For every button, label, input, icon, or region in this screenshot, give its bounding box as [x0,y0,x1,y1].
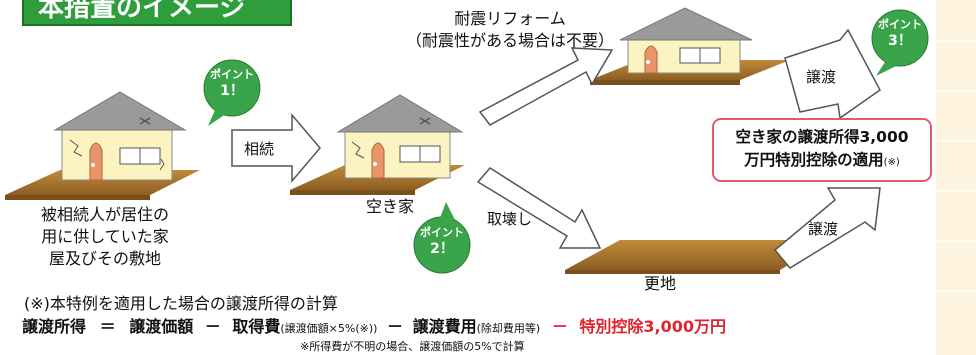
side-strip [936,0,976,355]
formula-minus: － [204,317,221,336]
transfer-arrow-bottom [773,187,881,269]
formula-minus: － [387,317,404,336]
caption-line: 屋及びその敷地 [48,249,161,268]
formula-minus-red: － [551,317,568,336]
calc-title: (※)本特例を適用した場合の譲渡所得の計算 [24,294,338,313]
term-price: 譲渡価額 [129,317,194,336]
term-special-deduction: 特別控除3,000万円 [579,317,727,336]
badge-line1: ポイント [878,18,922,31]
point-badge-1-text: ポイント 1！ [204,68,260,100]
transfer-arrow-top [784,28,881,120]
renovation-arrow [478,47,614,126]
point-badge-2-text: ポイント 2！ [414,226,470,258]
vacant-lot-ground [565,240,830,270]
term-cost: 譲渡費用 [412,317,477,336]
demolish-label: 取壊し [487,210,533,228]
callout-line1: 空き家の譲渡所得3,000 [735,128,909,146]
special-deduction-callout: 空き家の譲渡所得3,000 万円特別控除の適用(※) [712,118,932,182]
point-badge-3 [871,9,929,76]
callout-line2: 万円特別控除の適用(※) [714,149,930,174]
point-badge-2 [413,202,471,274]
point-badge-3-text: ポイント 3！ [872,18,928,50]
page-title: 本措置のイメージ [22,0,292,26]
badge-line2: 3！ [888,33,912,49]
calc-formula: 譲渡所得 ＝ 譲渡価額 － 取得費(譲渡価額×5%(※)) － 譲渡費用(除却費… [22,313,726,337]
badge-line2: 1！ [220,83,244,99]
vacant-house-caption: 空き家 [365,197,414,216]
renovated-house [590,7,790,85]
point-badge-1 [203,59,261,126]
vacant-house [290,94,465,195]
vacant-lot-caption: 更地 [643,274,676,293]
renovation-label-line: 耐震リフォーム [454,9,566,28]
inherit-arrow [231,112,321,184]
inherited-house [5,91,200,200]
term-income: 譲渡所得 [22,317,87,336]
badge-line1: ポイント [210,68,254,81]
callout-note: (※) [883,157,900,168]
callout-line2-text: 万円特別控除の適用 [744,151,884,169]
term-cost-note: (除却費用等) [476,322,541,335]
inherit-label: 相続 [244,140,275,158]
renovation-label-line: （耐震性がある場合は不要） [405,31,614,50]
badge-line2: 2！ [430,241,454,257]
renovation-label: 耐震リフォーム （耐震性がある場合は不要） [380,8,640,52]
transfer-label-top: 譲渡 [806,68,837,86]
badge-line1: ポイント [420,226,464,239]
term-acquisition: 取得費 [232,317,281,336]
caption-line: 用に供していた家 [41,227,169,246]
calc-footnote: ※所得費が不明の場合、譲渡価額の5%で計算 [300,340,525,353]
demolish-arrow [476,167,602,249]
term-acquisition-note: (譲渡価額×5%(※)) [280,322,378,335]
transfer-label-bottom: 譲渡 [808,220,839,238]
inherited-house-caption: 被相続人が居住の 用に供していた家 屋及びその敷地 [20,204,190,270]
formula-equals: ＝ [99,317,116,336]
caption-line: 被相続人が居住の [40,205,169,224]
